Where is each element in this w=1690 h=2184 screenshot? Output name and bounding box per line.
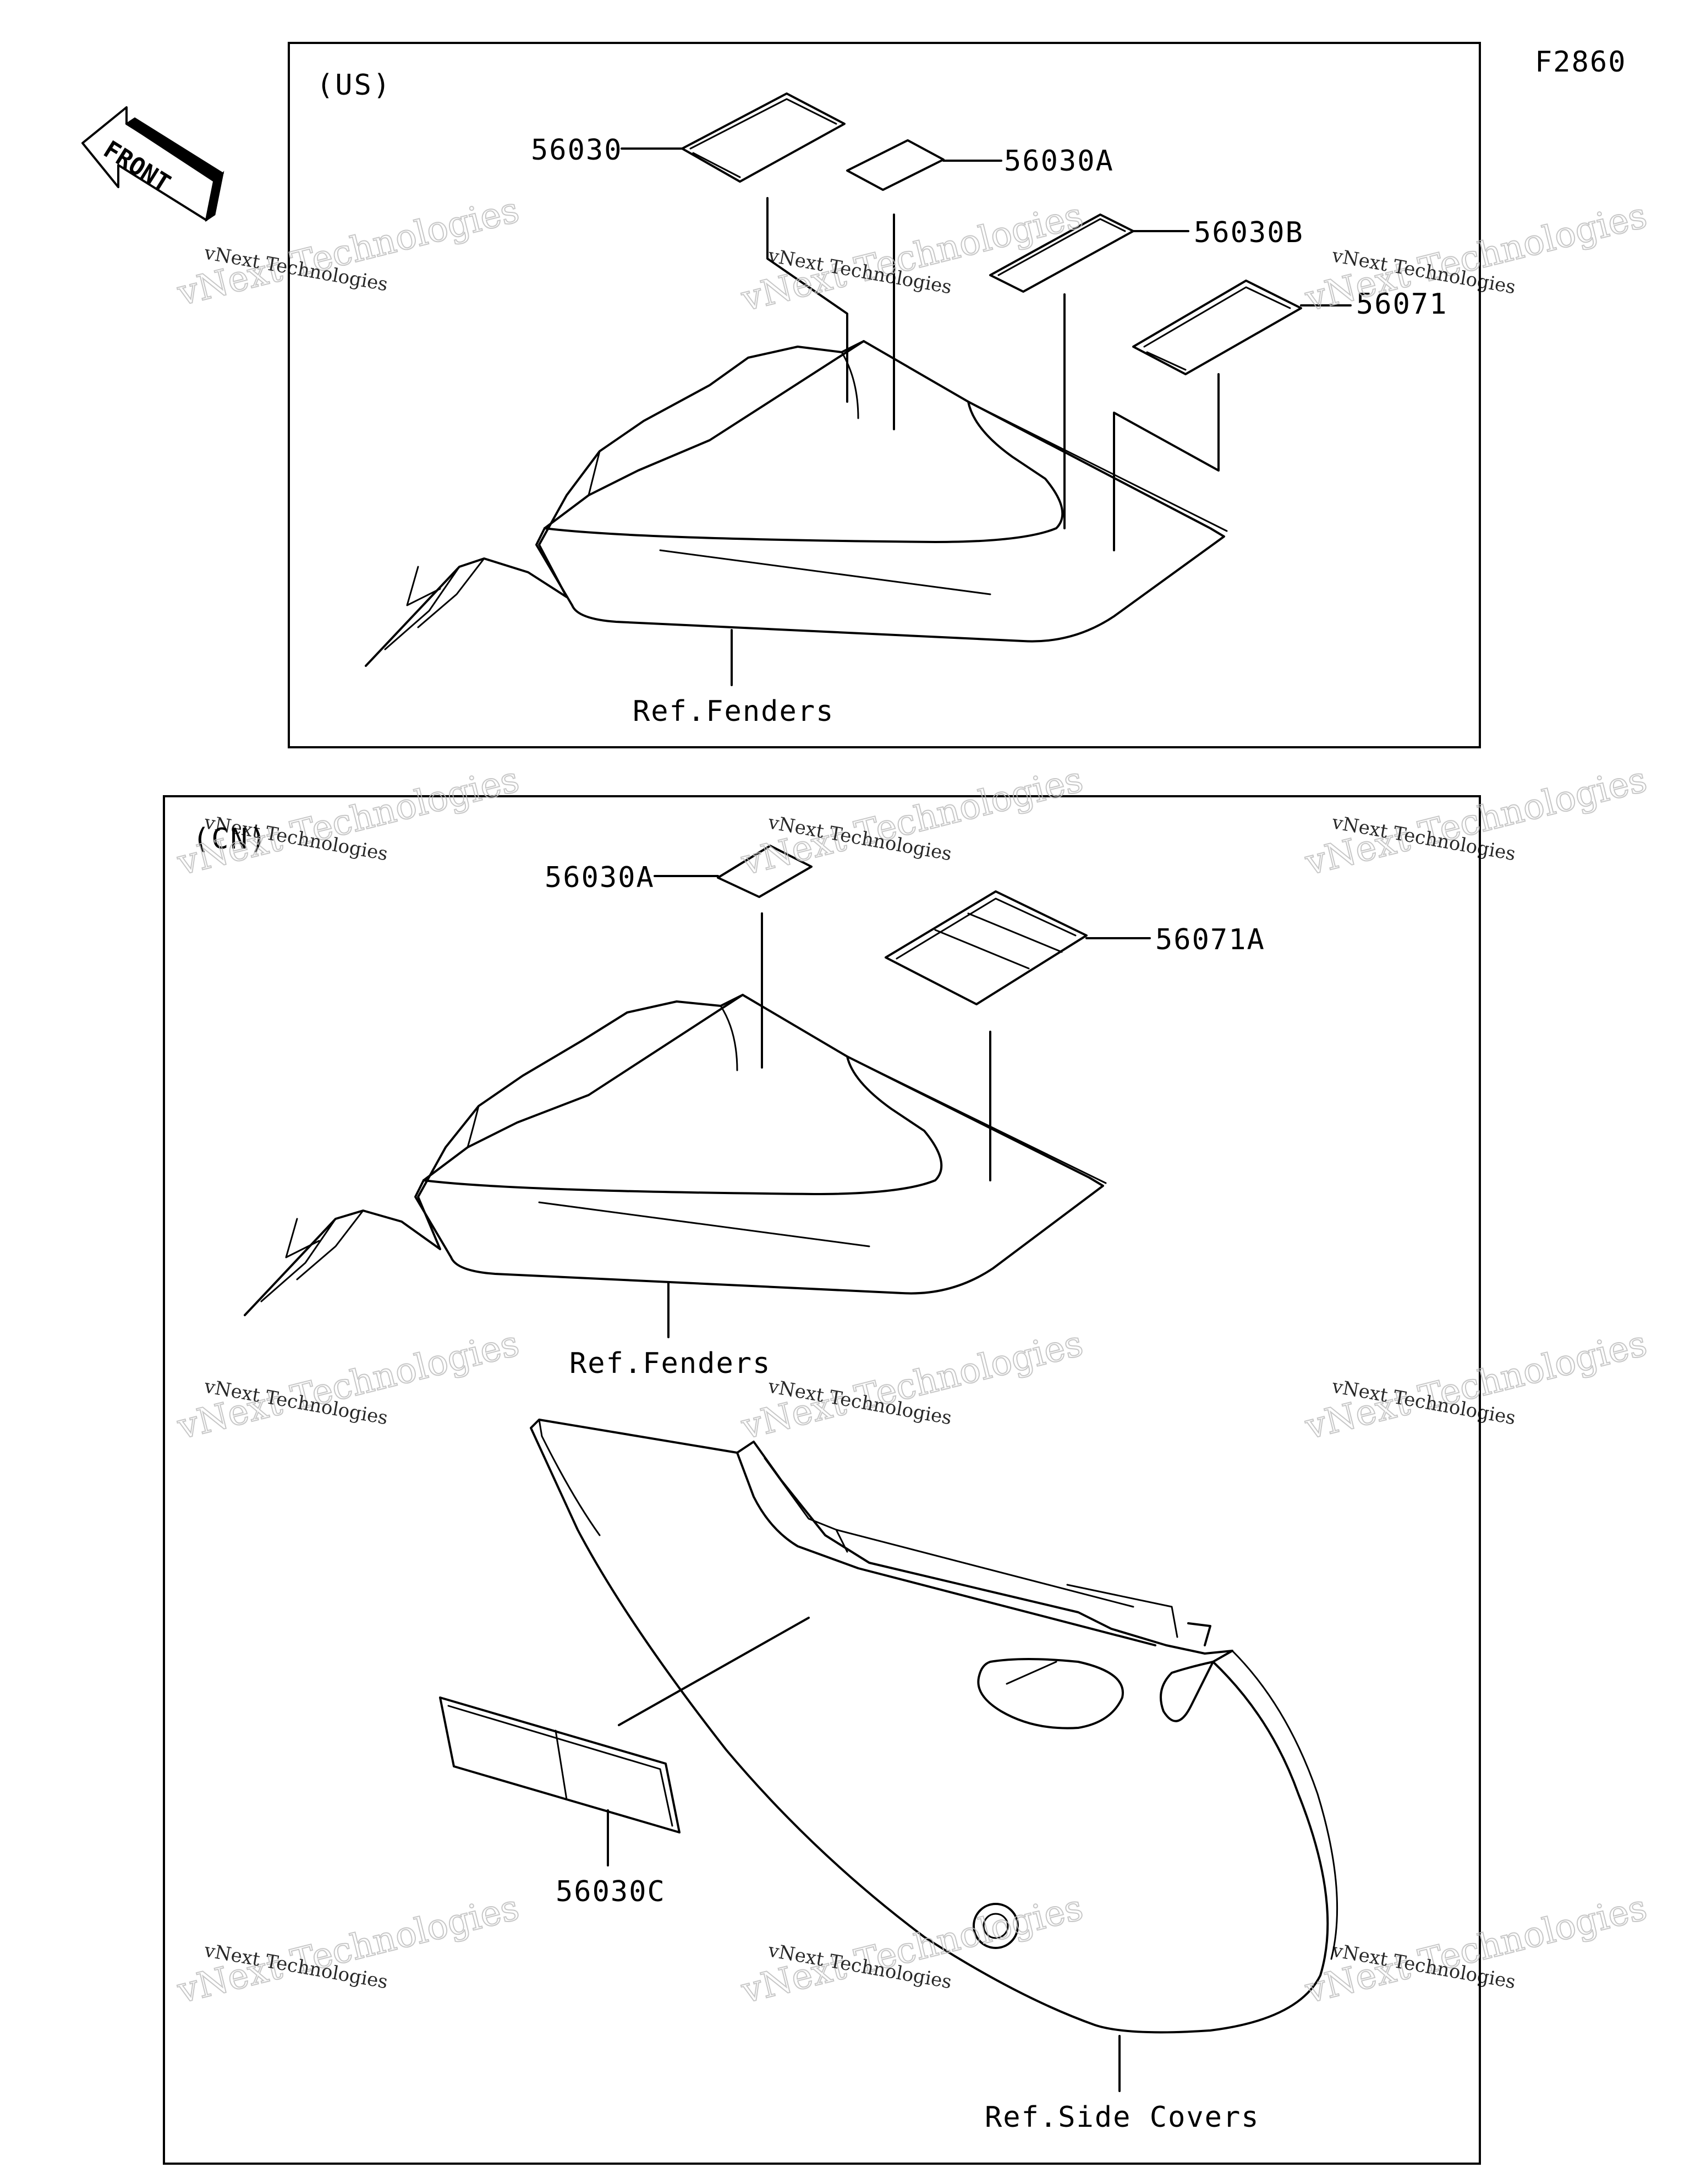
watermarks: vNext Technologies vNext Technologies vN… (173, 189, 1651, 2012)
panel-us-tag: (US) (316, 69, 392, 102)
part-label-56030a-cn: 56030A (545, 861, 655, 894)
seat-cowl-cn (244, 994, 1107, 1316)
ref-side-covers-label: Ref.Side Covers (985, 2101, 1260, 2134)
decal-56030a-cn: 56030A (545, 845, 813, 898)
decal-56030: 56030 (531, 92, 846, 183)
watermark: vNext Technologies vNext Technologies (737, 759, 1088, 884)
watermark: vNext Technologies vNext Technologies (737, 1887, 1088, 2012)
side-cover (530, 1419, 1338, 2034)
watermark: vNext Technologies vNext Technologies (173, 1323, 524, 1448)
watermark: vNext Technologies vNext Technologies (1301, 1887, 1651, 2012)
watermark: vNext Technologies vNext Technologies (1301, 759, 1651, 884)
part-label-56030a: 56030A (1004, 145, 1114, 178)
watermark: vNext Technologies vNext Technologies (1301, 1323, 1651, 1448)
watermark: vNext Technologies vNext Technologies (1301, 195, 1651, 320)
part-label-56030c: 56030C (556, 1875, 666, 1908)
front-arrow-icon: FRONT (81, 106, 224, 222)
watermark: vNext Technologies vNext Technologies (737, 1323, 1088, 1448)
part-label-56030: 56030 (531, 134, 623, 167)
decal-56071a: 56071A (885, 890, 1265, 1005)
decal-56071: 56071 (1132, 280, 1448, 375)
ref-fenders-label-cn: Ref.Fenders (569, 1347, 771, 1380)
seat-cowl-us (365, 340, 1228, 667)
panel-cn-tag: (CN) (193, 823, 268, 856)
decal-56030a: 56030A (846, 139, 1114, 191)
leader-56030 (766, 197, 848, 403)
ref-fenders-label-us: Ref.Fenders (633, 695, 834, 728)
panel-us: (US) 56030 56030A 56030B 5 (288, 42, 1481, 748)
panel-cn-frame (163, 795, 1481, 2165)
part-label-56071: 56071 (1356, 288, 1448, 321)
watermark: vNext Technologies vNext Technologies (173, 759, 524, 884)
leader-56071 (1113, 373, 1220, 551)
watermark: vNext Technologies vNext Technologies (173, 189, 524, 315)
panel-us-frame (288, 42, 1481, 748)
part-label-56030b: 56030B (1194, 216, 1304, 249)
figure-code: F2860 (1535, 46, 1627, 79)
watermark: vNext Technologies vNext Technologies (173, 1887, 524, 2012)
decal-56030c: 56030C (439, 1617, 810, 1908)
decal-56030b: 56030B (989, 214, 1304, 293)
part-label-56071a: 56071A (1155, 923, 1265, 956)
panel-cn: (CN) 56030A 56071A (163, 795, 1481, 2165)
